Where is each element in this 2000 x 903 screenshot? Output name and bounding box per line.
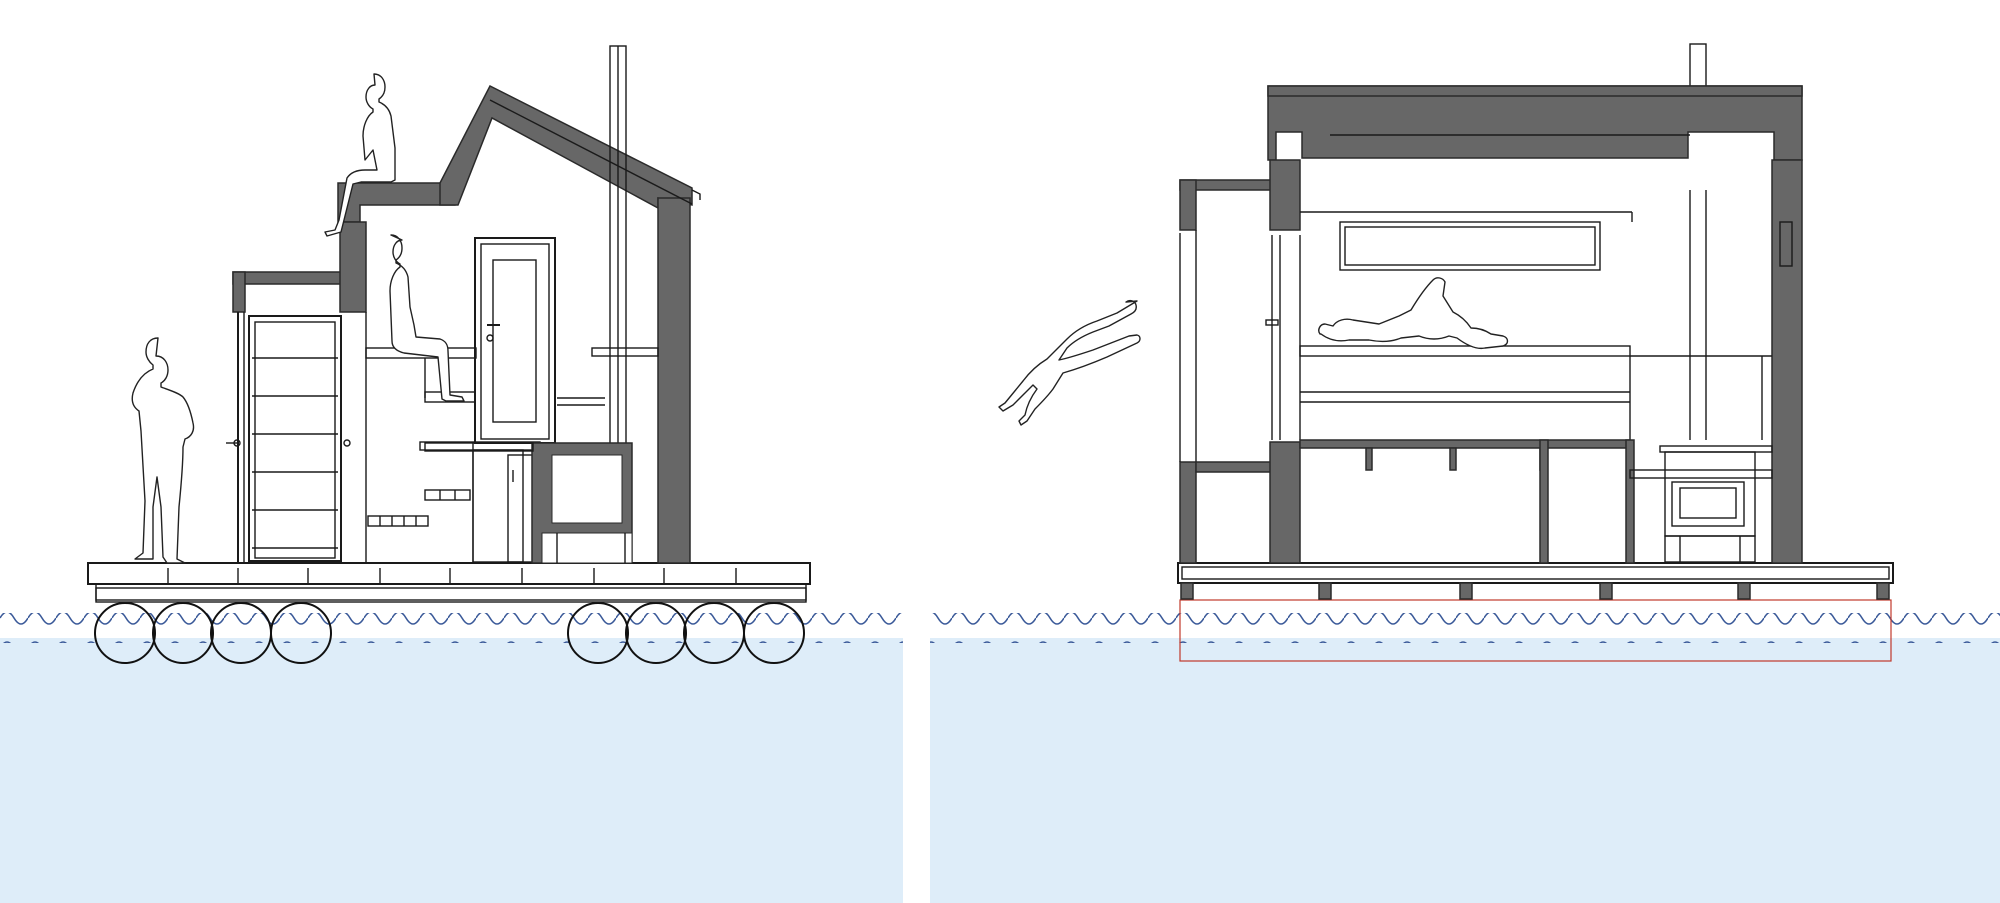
sauna-interior [365, 237, 659, 564]
right-walls [1265, 159, 1803, 564]
right-right-wall [1771, 159, 1803, 564]
water-body-right [930, 638, 2000, 903]
deck-top [87, 562, 811, 585]
right-wall [657, 197, 691, 564]
person-sitting-bench [389, 234, 465, 402]
annex-sill [1195, 461, 1273, 473]
float-barrels [94, 602, 805, 664]
water-waves-right [930, 613, 2000, 643]
person-standing [131, 337, 195, 564]
wall-shelf [591, 347, 659, 357]
right-chimney [1689, 43, 1707, 89]
door-glass [492, 259, 537, 423]
barrel [152, 602, 214, 664]
barrel [625, 602, 687, 664]
roof-slab [1267, 85, 1803, 161]
deck-block [1876, 582, 1890, 600]
deck-block [1180, 582, 1194, 600]
stove-firebox [541, 532, 633, 564]
barrel [94, 602, 156, 664]
stove-r [1664, 451, 1756, 537]
stove-door-inner [1679, 487, 1737, 519]
door-handle [343, 439, 351, 447]
bench-bracket [1365, 447, 1373, 471]
upper-bench-r [1299, 345, 1631, 357]
barrel [743, 602, 805, 664]
bench-support-r [1625, 439, 1635, 564]
lower-bench-r [1299, 439, 1631, 449]
vent-grille [424, 489, 471, 501]
right-interior [1299, 190, 1773, 564]
right-left-wall-top [1269, 159, 1301, 231]
glass-door [248, 315, 342, 562]
right-deck-top [1177, 562, 1894, 584]
sauna-walls [337, 45, 701, 564]
barrel [270, 602, 332, 664]
window-inner [1344, 226, 1596, 266]
annex-wall-bottom [1179, 461, 1197, 564]
stove-rails [1629, 469, 1773, 479]
inner-door [480, 243, 550, 440]
inner-door-lock [486, 334, 494, 342]
right-deck [1177, 562, 1894, 600]
vent-grille [367, 515, 429, 527]
right-roof [1267, 85, 1803, 161]
left-section [87, 45, 811, 664]
deck-block [1599, 582, 1613, 600]
right-deck-beam [1181, 566, 1890, 580]
platform-deck [87, 562, 811, 603]
deck-beam [95, 587, 807, 601]
roof-eave [1267, 85, 1803, 97]
right-section [1177, 43, 1894, 662]
bench-box [472, 449, 524, 563]
deck-block [1459, 582, 1473, 600]
deck-block [1737, 582, 1751, 600]
door-handle-r [1265, 319, 1279, 326]
porch-wall-left [232, 271, 246, 313]
stove-door-r [1671, 481, 1745, 527]
barrel [567, 602, 629, 664]
changing-room [226, 271, 351, 563]
sauna-stones-tray [424, 442, 534, 452]
person-sitting-roof-silhouette [324, 73, 396, 237]
water-waves-left [0, 613, 903, 643]
inner-wall-left [339, 221, 367, 313]
door-inner [254, 321, 336, 559]
right-left-wall-bottom [1269, 441, 1301, 564]
inner-door-frame [474, 237, 556, 444]
annex-wall-top [1179, 179, 1197, 231]
porch-roof [232, 271, 344, 285]
stove-top-r [1659, 445, 1773, 453]
window [1339, 221, 1601, 271]
person-sitting-bench-silhouette [389, 234, 465, 402]
water-right [930, 613, 2000, 903]
stove-inner [551, 454, 623, 524]
person-standing-silhouette [131, 337, 195, 564]
bench-bracket [1449, 447, 1457, 471]
water-left [0, 613, 903, 903]
person-diving-silhouette [998, 299, 1141, 426]
deck-block [1318, 582, 1332, 600]
person-lying-silhouette [1318, 277, 1509, 350]
person-sitting-roof [324, 73, 396, 237]
person-lying [1318, 277, 1509, 350]
right-vent [1779, 221, 1793, 267]
deck-joists [95, 583, 807, 603]
hull-outline [1179, 599, 1892, 662]
right-annex [1179, 179, 1273, 564]
gable-roof [439, 84, 693, 210]
bench-support-r [1539, 439, 1549, 564]
water-body-left [0, 638, 903, 903]
gutter [691, 189, 701, 200]
person-diving [998, 299, 1141, 426]
roof-line [489, 99, 693, 205]
stove-base-r [1664, 535, 1756, 563]
